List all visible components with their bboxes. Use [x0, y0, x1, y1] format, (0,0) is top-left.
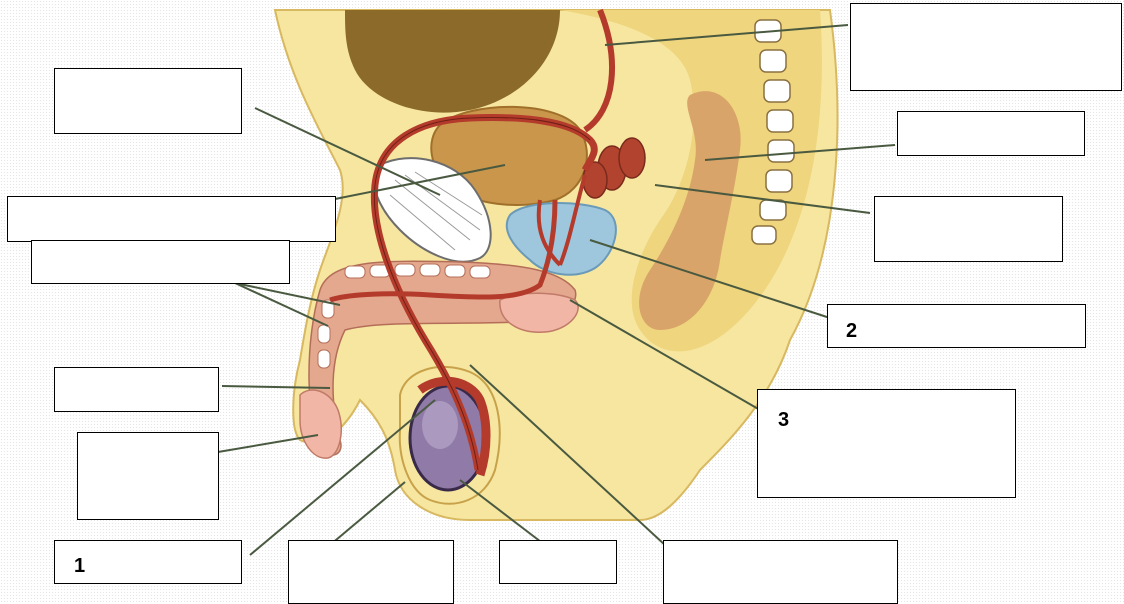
label-box-seminal-vesicle — [874, 196, 1063, 262]
label-box-testis — [499, 540, 617, 584]
leader-scrotum — [330, 482, 405, 545]
label-box-2 — [827, 304, 1086, 348]
label-box-vas-deferens — [663, 540, 898, 604]
label-box-3 — [757, 389, 1016, 498]
label-box-penis-tissue — [31, 240, 290, 284]
label-number-1: 1 — [74, 556, 85, 576]
testis-highlight — [422, 401, 458, 449]
label-number-2: 2 — [846, 321, 857, 341]
label-box-ureter — [850, 3, 1122, 91]
label-box-glans — [77, 432, 219, 520]
leader-glans — [218, 435, 318, 452]
label-box-bladder — [54, 68, 242, 134]
label-number-3: 3 — [778, 410, 789, 430]
label-box-scrotum — [288, 540, 454, 604]
label-box-urethra — [54, 367, 219, 412]
label-box-pubic-bone — [7, 196, 336, 242]
label-box-rectum — [897, 111, 1085, 156]
